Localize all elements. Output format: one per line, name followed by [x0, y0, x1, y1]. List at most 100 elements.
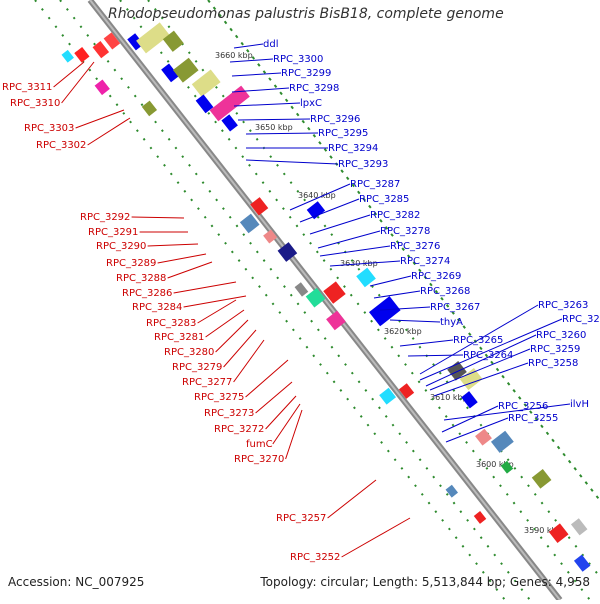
reverse-gene-label: RPC_3289 [106, 258, 156, 269]
leader-line [157, 253, 207, 264]
feature-block [74, 46, 90, 63]
feature-block [161, 63, 179, 83]
leader-line [285, 409, 303, 460]
reverse-gene-label: RPC_3252 [290, 552, 340, 563]
feature-block [500, 460, 514, 474]
leader-line [233, 102, 301, 107]
forward-gene-label: RPC_3282 [370, 210, 420, 221]
feature-block [573, 554, 591, 572]
feature-block [195, 94, 214, 114]
forward-gene-label: RPC_3260 [536, 330, 586, 341]
leader-line [167, 261, 213, 279]
leader-line [87, 117, 131, 146]
leader-line [389, 319, 441, 323]
reverse-gene-label: RPC_3286 [122, 288, 172, 299]
forward-gene-label: RPC_3259 [530, 344, 580, 355]
feature-block [294, 282, 309, 297]
feature-block [127, 33, 144, 51]
leader-line [233, 43, 264, 49]
leader-line [173, 281, 237, 294]
forward-gene-label: RPC_3298 [289, 83, 339, 94]
forward-gene-label: RPC_3276 [390, 241, 440, 252]
feature-block [92, 41, 110, 59]
feature-block [239, 213, 260, 234]
tick-label: 3660 kbp [215, 51, 253, 60]
leader-line [53, 61, 85, 88]
leader-line [327, 479, 377, 519]
feature-block [475, 428, 492, 446]
feature-block [490, 430, 514, 453]
forward-gene-label: RPC_3258 [528, 358, 578, 369]
leader-line [215, 319, 249, 353]
leader-line [443, 403, 571, 421]
leader-line [231, 87, 290, 93]
label-leader-lines [53, 43, 571, 558]
forward-gene-label: RPC_3265 [453, 335, 503, 346]
feature-block [277, 242, 298, 262]
leader-line [229, 58, 274, 63]
leader-line [183, 295, 247, 308]
feature-block [369, 296, 401, 327]
forward-gene-label: RPC_3267 [430, 302, 480, 313]
leader-line [205, 309, 245, 338]
forward-gene-label: RPC_3293 [338, 159, 388, 170]
leader-line [289, 183, 351, 211]
reverse-gene-label: RPC_3310 [10, 98, 60, 109]
forward-gene-label: RPC_3261 [562, 314, 600, 325]
forward-gene-label: RPC_3296 [310, 114, 360, 125]
reverse-gene-label: RPC_3288 [116, 273, 166, 284]
leader-line [441, 405, 499, 433]
feature-block [570, 518, 588, 536]
reverse-gene-label: RPC_3290 [96, 241, 146, 252]
leader-line [419, 304, 539, 375]
reverse-gene-label: RPC_3291 [88, 227, 138, 238]
feature-block [250, 197, 269, 216]
reverse-gene-label: RPC_3292 [80, 212, 130, 223]
feature-block [162, 30, 184, 52]
leader-line [131, 216, 185, 219]
feature-block [172, 57, 199, 83]
guide-line [119, 0, 591, 601]
leader-line [429, 348, 531, 391]
feature-block [326, 310, 346, 331]
forward-gene-label: RPC_3269 [411, 271, 461, 282]
gene-labels: ddlRPC_3300RPC_3299RPC_3298lpxCRPC_3296R… [2, 39, 600, 563]
forward-gene-label: RPC_3285 [359, 194, 409, 205]
feature-block [356, 267, 376, 288]
tick-label: 3640 kbp [298, 191, 336, 200]
feature-block [531, 468, 552, 489]
leader-line [299, 198, 360, 223]
reverse-gene-label: RPC_3280 [164, 347, 214, 358]
forward-gene-label: RPC_3294 [328, 143, 378, 154]
leader-line [433, 362, 529, 397]
leader-line [379, 306, 431, 311]
leader-line [329, 260, 401, 267]
feature-block [209, 85, 250, 122]
leader-line [147, 243, 199, 247]
feature-block [323, 281, 346, 304]
forward-gene-label: RPC_3274 [400, 256, 450, 267]
tick-label: 3610 kbp [430, 393, 468, 402]
leader-line [317, 230, 381, 249]
leader-line [369, 275, 412, 287]
forward-gene-label: RPC_3299 [281, 68, 331, 79]
reverse-gene-label: RPC_3257 [276, 513, 326, 524]
reverse-gene-label: RPC_3284 [132, 302, 182, 313]
tick-label: 3590 kbp [524, 526, 562, 535]
leader-line [399, 339, 454, 347]
reverse-gene-label: RPC_3277 [182, 377, 232, 388]
leader-line [75, 109, 125, 129]
reverse-gene-label: RPC_3281 [154, 332, 204, 343]
forward-gene-label: RPC_3287 [350, 179, 400, 190]
feature-block [548, 523, 569, 544]
leader-line [197, 299, 237, 324]
leader-line [309, 214, 371, 235]
genome-backbone-highlight [89, 0, 561, 601]
leader-line [319, 245, 391, 257]
reverse-gene-label: RPC_3272 [214, 424, 264, 435]
leader-line [61, 61, 95, 104]
reverse-gene-label: RPC_3303 [24, 123, 74, 134]
reverse-gene-label: RPC_3302 [36, 140, 86, 151]
feature-block [103, 32, 121, 50]
leader-line [245, 132, 319, 135]
